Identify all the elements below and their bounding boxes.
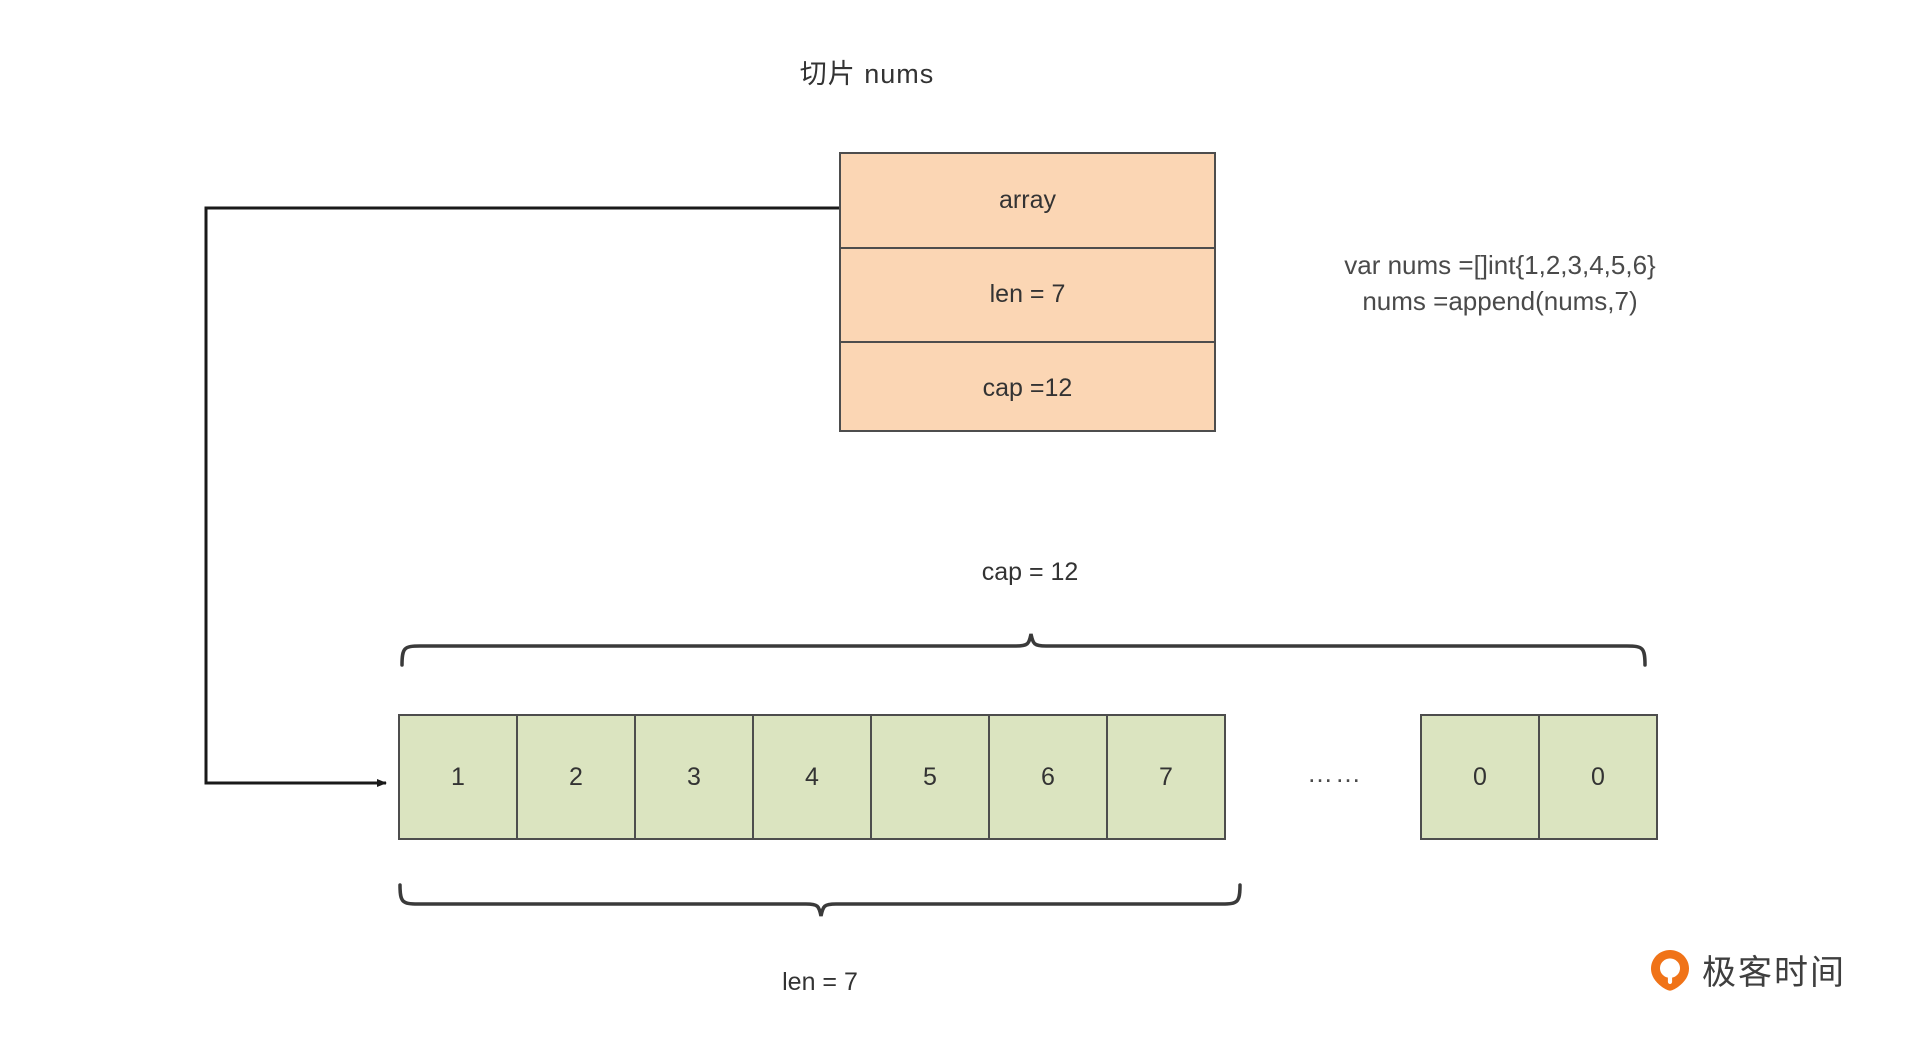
array-cell: 0: [1538, 714, 1658, 840]
array-cell: 5: [870, 714, 990, 840]
array-used-cells: 1 2 3 4 5 6 7: [398, 714, 1226, 840]
array-cell: 0: [1420, 714, 1540, 840]
geekbang-logo-icon: [1648, 948, 1692, 992]
watermark-text: 极客时间: [1702, 954, 1846, 992]
slice-header-len-label: len = 7: [989, 280, 1066, 309]
code-line-append: nums =append(nums,7): [1362, 285, 1638, 316]
slice-header-box: array len = 7 cap =12: [839, 152, 1216, 432]
slice-header-row-cap: cap =12: [841, 340, 1214, 434]
array-cell: 3: [634, 714, 754, 840]
watermark: 极客时间: [1648, 945, 1846, 994]
slice-header-row-array: array: [841, 154, 1214, 247]
len-brace-label: len = 7: [782, 968, 858, 996]
len-brace: [398, 883, 1242, 917]
array-pointer-connector: [204, 206, 839, 787]
array-cell: 1: [398, 714, 518, 840]
diagram-title: 切片 nums: [0, 52, 1920, 91]
slice-header-cap-label: cap =12: [982, 373, 1073, 402]
array-tail-cells: 0 0: [1420, 714, 1658, 840]
slice-header-array-label: array: [999, 186, 1056, 215]
array-cell: 2: [516, 714, 636, 840]
array-cell: 4: [752, 714, 872, 840]
array-cell: 6: [988, 714, 1108, 840]
cap-brace: [400, 633, 1647, 667]
slice-header-row-len: len = 7: [841, 247, 1214, 340]
code-line-declaration: var nums =[]int{1,2,3,4,5,6}: [1344, 250, 1656, 280]
array-ellipsis: ……: [1307, 758, 1363, 788]
array-cell: 7: [1106, 714, 1226, 840]
cap-brace-label: cap = 12: [981, 558, 1079, 586]
code-annotation: var nums =[]int{1,2,3,4,5,6} nums =appen…: [1270, 248, 1730, 320]
diagram-title-text: 切片 nums: [799, 59, 935, 89]
